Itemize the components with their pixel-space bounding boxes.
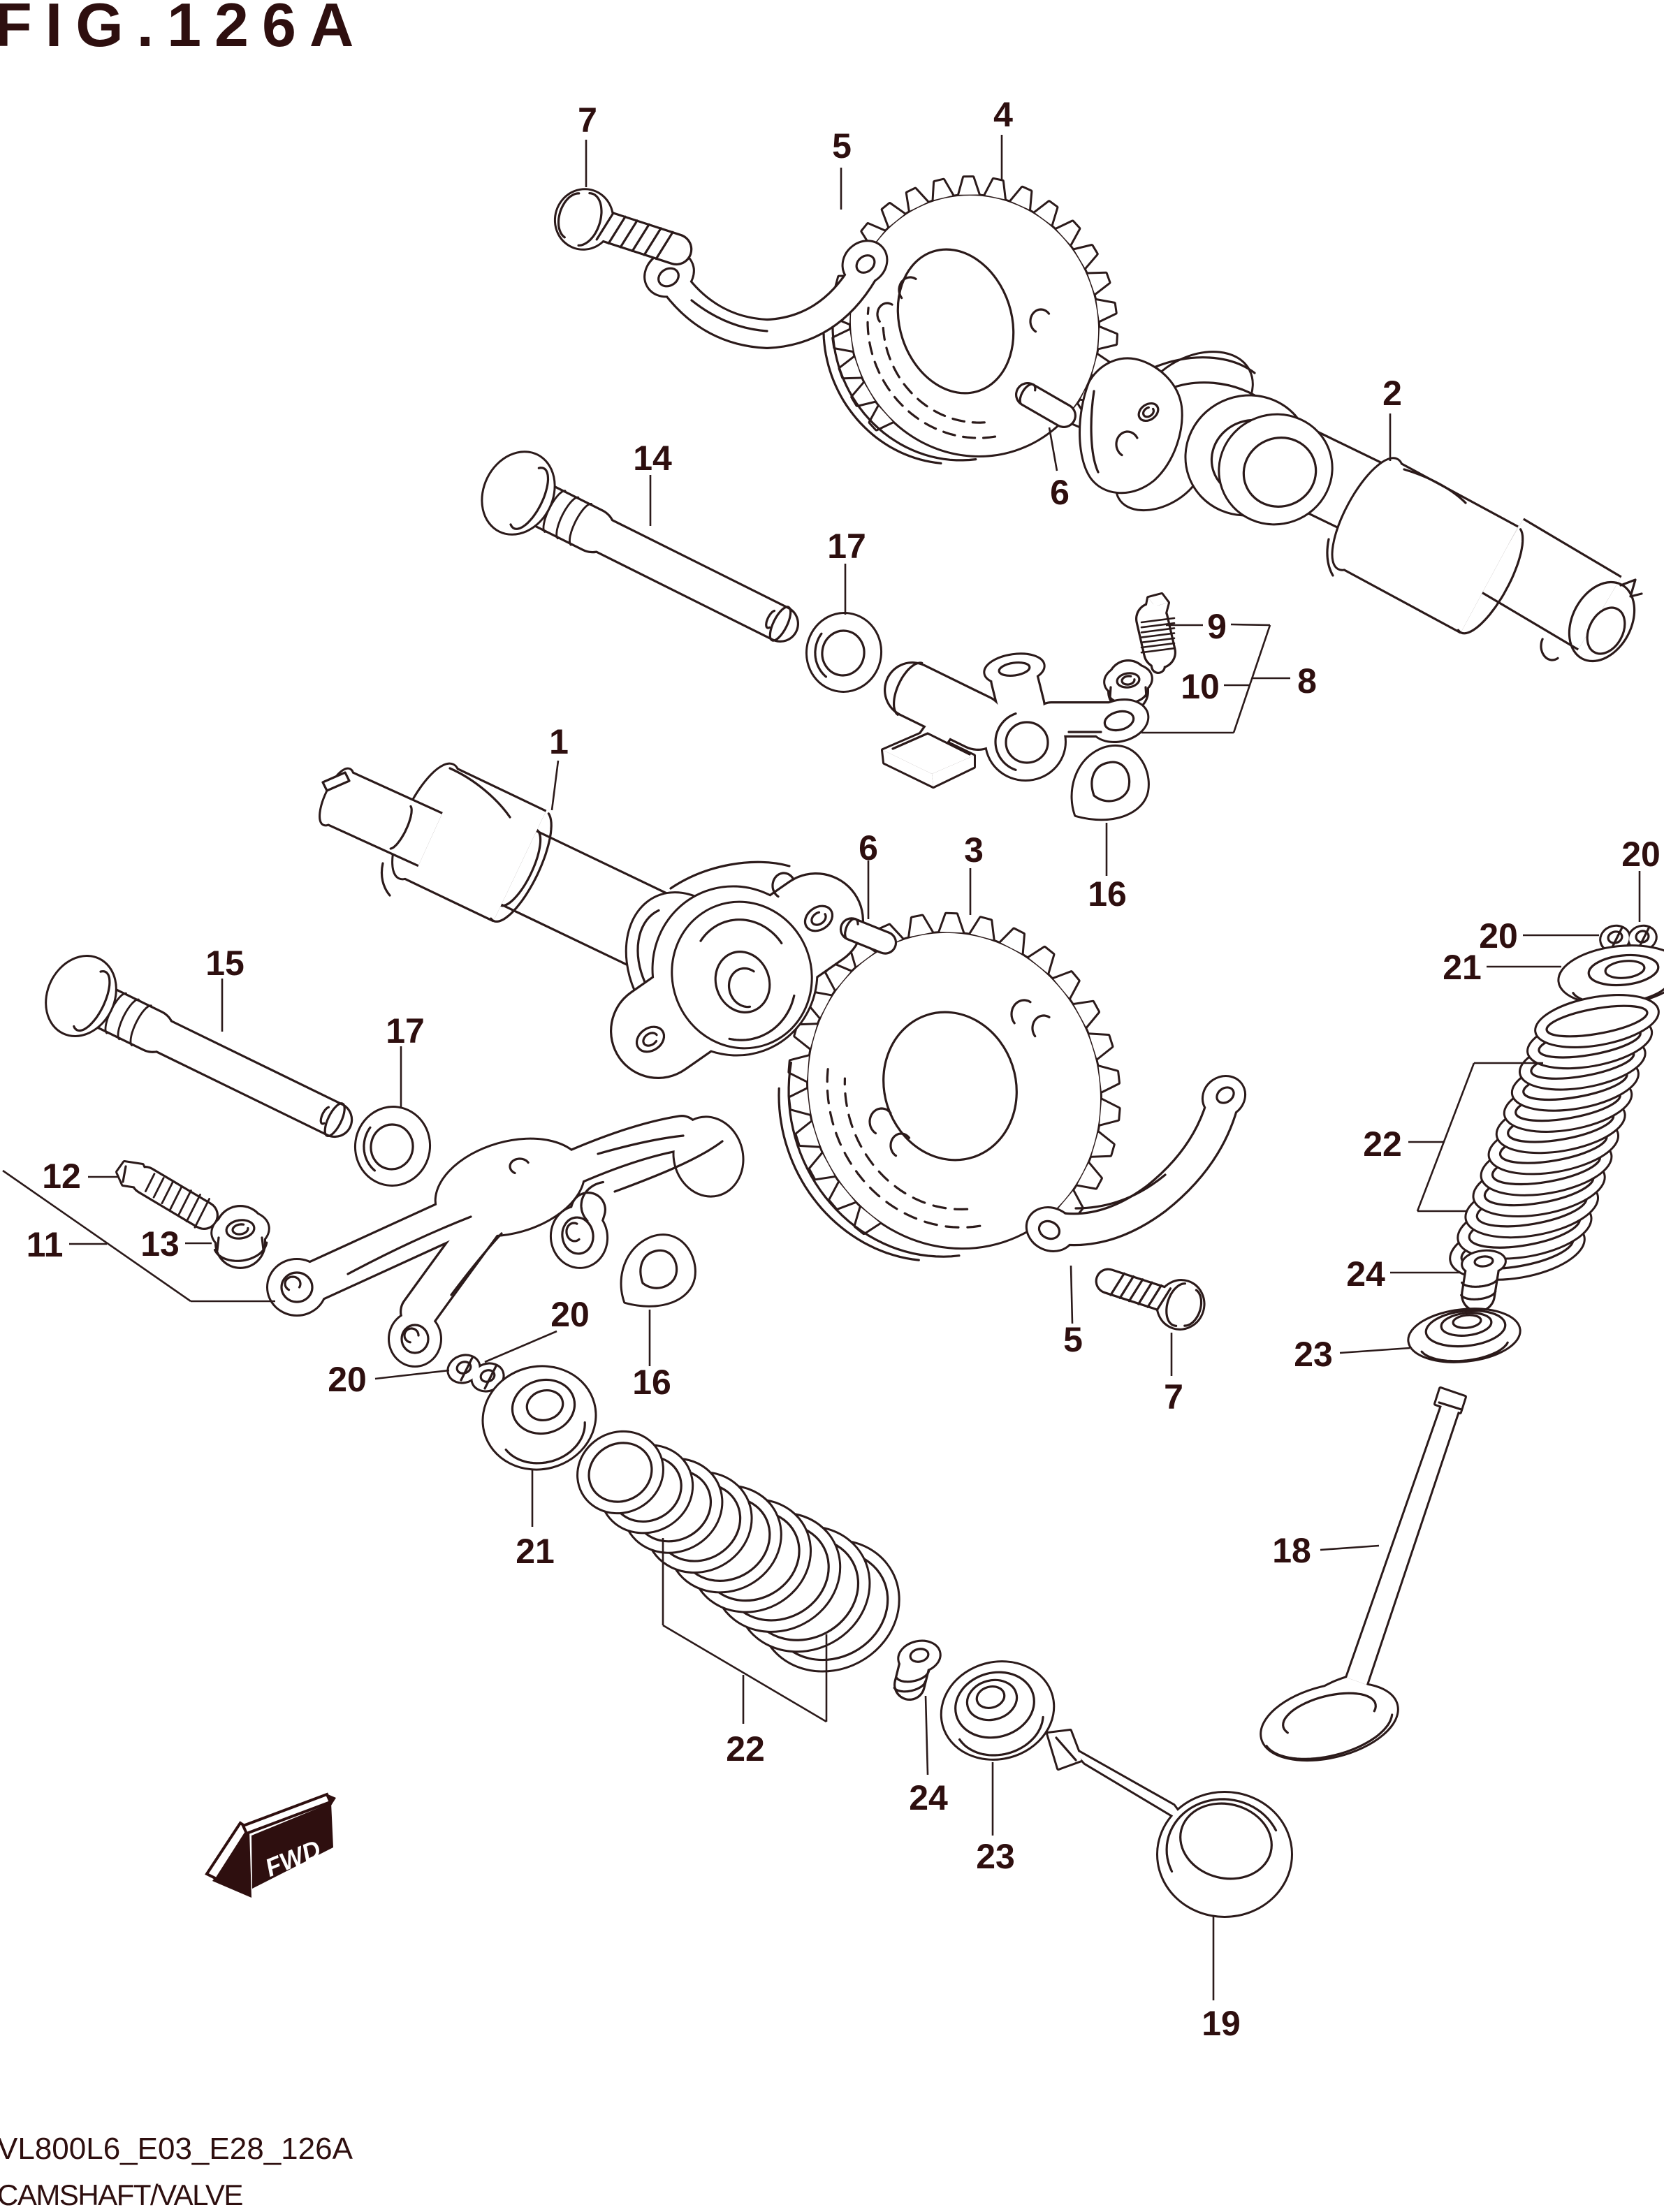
svg-text:16: 16	[632, 1363, 671, 1402]
svg-text:10: 10	[1181, 667, 1220, 706]
svg-text:VL800L6_E03_E28_126A: VL800L6_E03_E28_126A	[0, 2132, 353, 2166]
svg-text:21: 21	[516, 1532, 555, 1571]
svg-text:22: 22	[726, 1729, 765, 1768]
svg-text:7: 7	[1164, 1377, 1183, 1416]
svg-text:21: 21	[1443, 948, 1482, 987]
svg-text:24: 24	[909, 1778, 948, 1817]
svg-text:6: 6	[1050, 473, 1070, 512]
svg-text:19: 19	[1202, 2004, 1241, 2043]
svg-text:20: 20	[1621, 835, 1661, 874]
svg-text:11: 11	[27, 1225, 64, 1264]
svg-text:17: 17	[386, 1011, 425, 1050]
svg-text:4: 4	[993, 95, 1013, 134]
svg-text:8: 8	[1297, 661, 1317, 701]
svg-text:14: 14	[633, 439, 672, 478]
svg-text:3: 3	[964, 830, 984, 870]
svg-text:24: 24	[1346, 1254, 1385, 1294]
svg-text:CAMSHAFT/VALVE: CAMSHAFT/VALVE	[0, 2178, 242, 2211]
svg-text:6: 6	[859, 828, 878, 867]
svg-text:7: 7	[578, 101, 597, 140]
svg-text:20: 20	[328, 1360, 367, 1399]
svg-text:FIG.126A: FIG.126A	[0, 0, 367, 59]
svg-text:13: 13	[140, 1224, 180, 1264]
svg-text:15: 15	[205, 944, 245, 983]
svg-text:9: 9	[1207, 607, 1227, 646]
svg-text:12: 12	[42, 1157, 81, 1196]
svg-text:18: 18	[1272, 1531, 1311, 1570]
svg-text:23: 23	[1294, 1335, 1333, 1374]
svg-text:1: 1	[549, 722, 569, 761]
svg-text:2: 2	[1382, 374, 1402, 413]
svg-text:20: 20	[550, 1295, 590, 1334]
svg-text:16: 16	[1088, 874, 1127, 914]
svg-text:23: 23	[976, 1837, 1015, 1876]
svg-text:20: 20	[1479, 916, 1518, 955]
svg-text:22: 22	[1363, 1125, 1402, 1164]
svg-text:5: 5	[1063, 1320, 1083, 1359]
svg-text:17: 17	[827, 527, 866, 566]
svg-text:5: 5	[832, 126, 852, 166]
